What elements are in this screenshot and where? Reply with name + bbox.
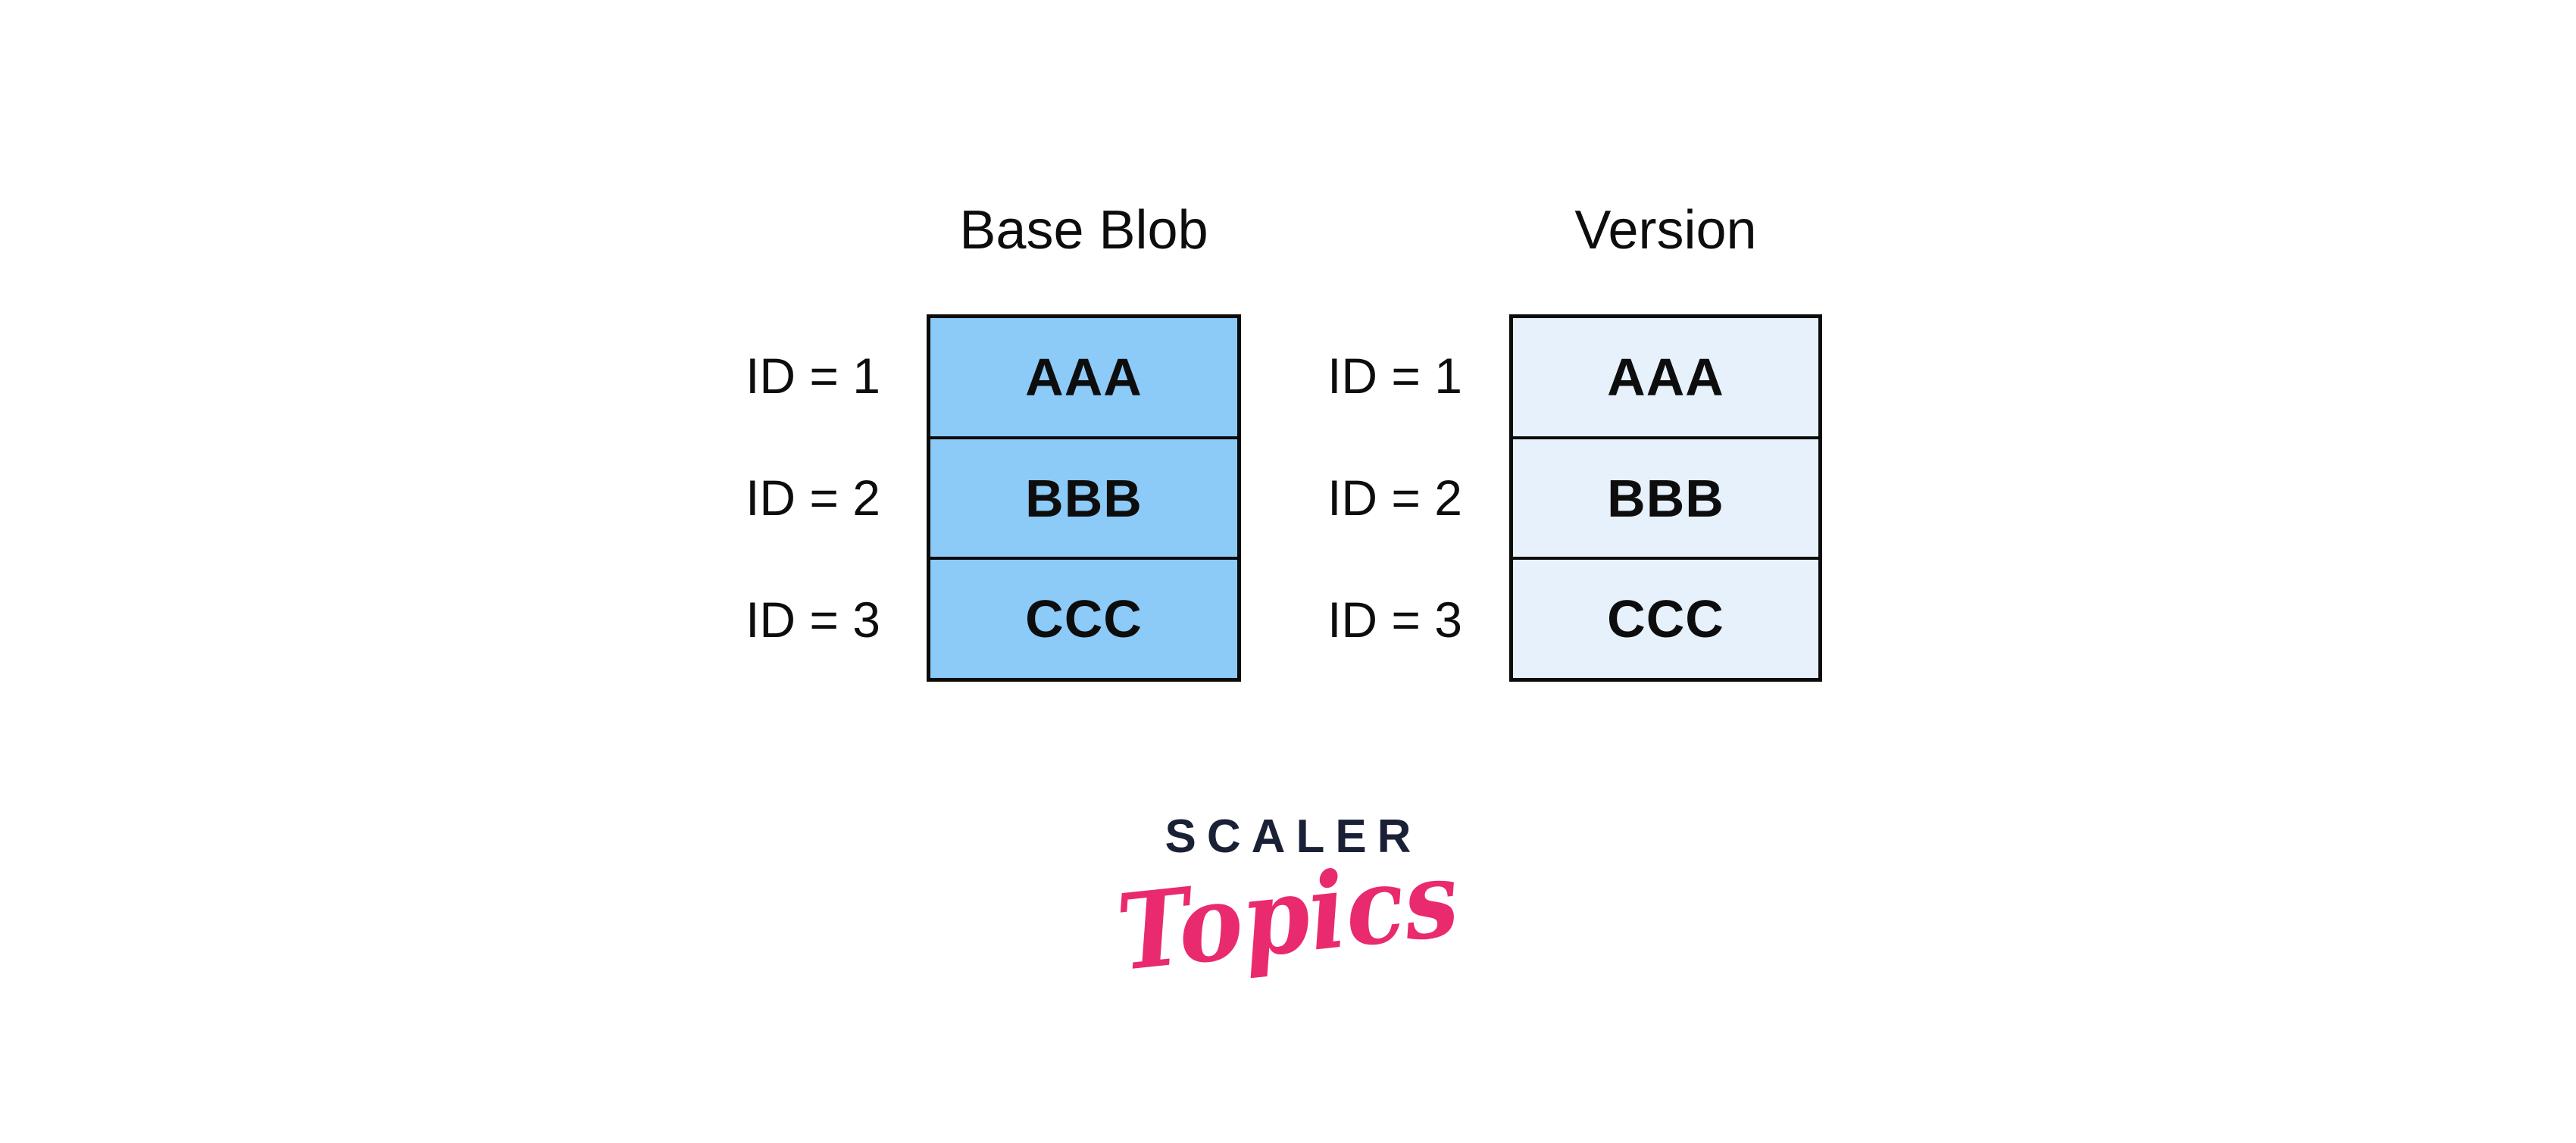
base-blob-cell-2: BBB [930,436,1237,557]
base-blob-title: Base Blob [959,200,1208,261]
version-cell-1: AAA [1607,347,1724,407]
version-id-label-1: ID = 1 [1327,348,1462,404]
base-blob-id-label-3: ID = 3 [746,592,880,648]
version-cell-3: CCC [1513,557,1818,678]
base-blob-table: AAA BBB CCC [927,314,1241,682]
topics-wordmark: Topics [1111,835,1465,995]
version-id-label-2: ID = 2 [1327,470,1462,526]
base-blob-cell-1: AAA [1025,347,1143,407]
base-blob-id-label-1: ID = 1 [746,348,880,404]
version-title: Version [1574,200,1757,261]
scaler-wordmark: SCALER [1165,810,1422,863]
version-table: AAA BBB CCC [1509,314,1822,682]
version-id-label-3: ID = 3 [1327,592,1462,648]
version-cell-2: BBB [1513,436,1818,557]
base-blob-id-label-2: ID = 2 [746,470,880,526]
base-blob-cell-3: CCC [930,557,1237,678]
scaler-topics-logo: SCALER Topics [1061,810,1515,995]
